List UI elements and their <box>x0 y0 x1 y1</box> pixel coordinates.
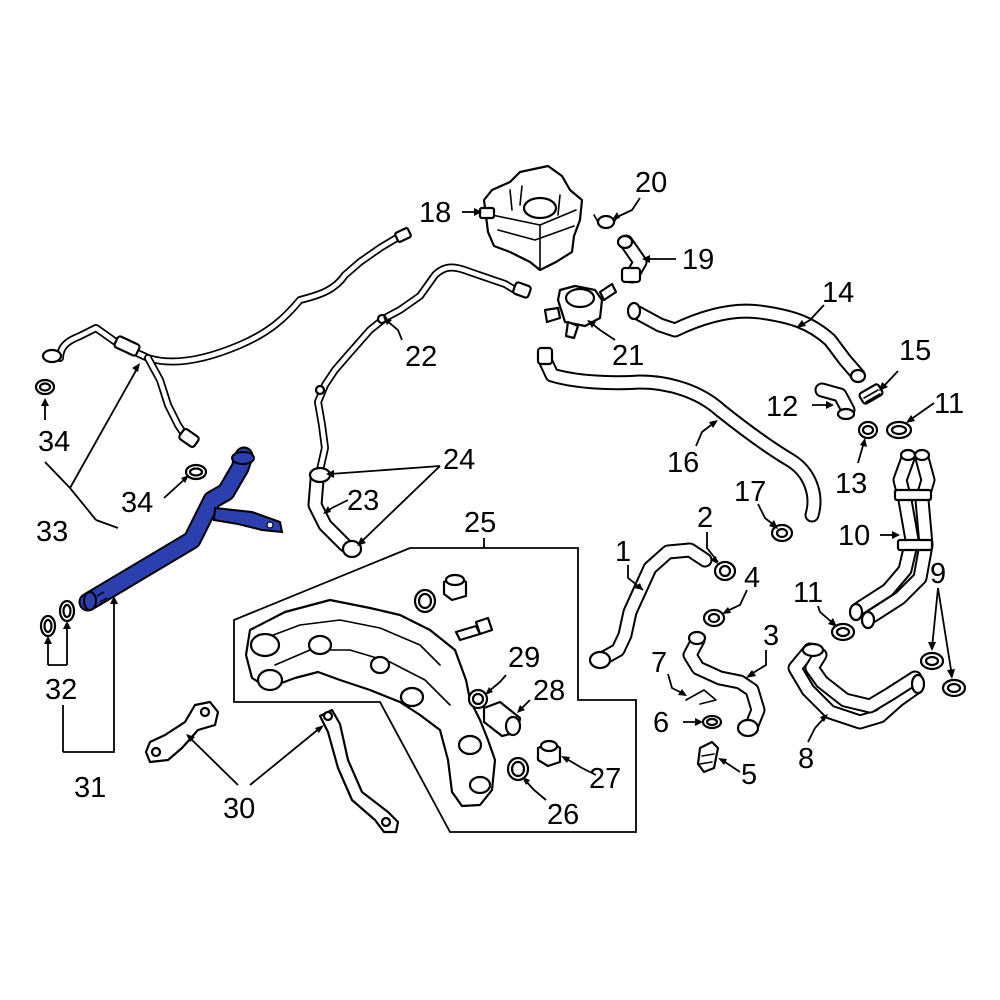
o-ring[interactable] <box>467 688 489 710</box>
callout-28: 28 <box>533 675 565 707</box>
callout-12: 12 <box>766 391 798 423</box>
callout-14: 14 <box>822 277 854 309</box>
callout-31: 31 <box>74 772 106 804</box>
hose-connector[interactable] <box>616 234 648 284</box>
hose-clamp[interactable] <box>885 420 913 440</box>
coolant-hose[interactable] <box>814 382 856 421</box>
callout-5: 5 <box>741 759 757 791</box>
coolant-fitting[interactable] <box>482 700 522 738</box>
callout-6: 6 <box>653 707 669 739</box>
coolant-reservoir[interactable] <box>478 164 584 272</box>
hose-clamp[interactable] <box>941 678 967 698</box>
callout-16: 16 <box>667 447 699 479</box>
coolant-hose[interactable] <box>307 466 363 559</box>
coolant-hose[interactable] <box>682 630 766 738</box>
coolant-valve[interactable] <box>543 282 618 340</box>
hose-clamp[interactable] <box>919 651 945 671</box>
callout-20: 20 <box>635 167 667 199</box>
plug[interactable] <box>536 739 562 768</box>
callout-15: 15 <box>899 335 931 367</box>
coolant-hose[interactable] <box>626 301 867 384</box>
coolant-line[interactable] <box>314 263 532 474</box>
callout-9: 9 <box>930 558 946 590</box>
callout-13: 13 <box>835 468 867 500</box>
bolt[interactable] <box>454 616 494 642</box>
hose-clamp[interactable] <box>858 383 884 405</box>
callout-34-upper: 34 <box>38 426 70 458</box>
callout-labels: 1 2 3 4 5 6 7 8 9 10 11 11 12 13 14 15 1… <box>36 167 964 831</box>
highlighted-coolant-pipe[interactable] <box>78 446 284 612</box>
callout-10: 10 <box>838 520 870 552</box>
hose-clamp[interactable] <box>702 608 726 628</box>
callout-21: 21 <box>612 340 644 372</box>
callout-24: 24 <box>443 444 475 476</box>
callout-4: 4 <box>744 562 760 594</box>
callout-1: 1 <box>615 536 631 568</box>
seal-ring[interactable] <box>413 588 437 614</box>
callout-25: 25 <box>464 507 496 539</box>
callout-19: 19 <box>682 244 714 276</box>
coolant-hose[interactable] <box>588 542 713 670</box>
callout-23: 23 <box>347 485 379 517</box>
coolant-hose[interactable] <box>787 642 926 730</box>
callout-22: 22 <box>405 341 437 373</box>
callout-3: 3 <box>763 620 779 652</box>
hose-clamp[interactable] <box>770 523 794 543</box>
hose-clamp[interactable] <box>713 560 737 582</box>
retaining-clip[interactable] <box>685 689 717 705</box>
temperature-sensor[interactable] <box>696 740 720 774</box>
plug[interactable] <box>442 573 468 602</box>
callout-34-lower: 34 <box>121 487 153 519</box>
callout-26: 26 <box>547 799 579 831</box>
callout-11-upper: 11 <box>934 388 964 420</box>
callout-29: 29 <box>508 642 540 674</box>
callout-7: 7 <box>651 647 667 679</box>
coolant-housing[interactable] <box>244 598 497 808</box>
callout-33: 33 <box>36 516 68 548</box>
mounting-bracket[interactable] <box>318 708 400 834</box>
callout-27: 27 <box>589 763 621 795</box>
coolant-pipe[interactable] <box>848 448 936 630</box>
callout-17: 17 <box>734 476 766 508</box>
mounting-bracket[interactable] <box>144 700 220 764</box>
callout-18: 18 <box>419 197 451 229</box>
callout-11-lower: 11 <box>793 577 823 609</box>
leader-lines <box>41 197 955 801</box>
coolant-line-assembly[interactable] <box>41 227 412 449</box>
hose-clamp[interactable] <box>830 622 856 642</box>
seal-ring[interactable] <box>701 714 723 730</box>
callout-2: 2 <box>697 502 713 534</box>
hose-clamp[interactable] <box>857 420 879 440</box>
coolant-hose[interactable] <box>536 346 822 523</box>
callout-8: 8 <box>798 743 814 775</box>
callout-32: 32 <box>45 674 77 706</box>
housing-callout-box <box>233 547 637 833</box>
o-ring[interactable] <box>506 756 530 782</box>
callout-30: 30 <box>223 793 255 825</box>
